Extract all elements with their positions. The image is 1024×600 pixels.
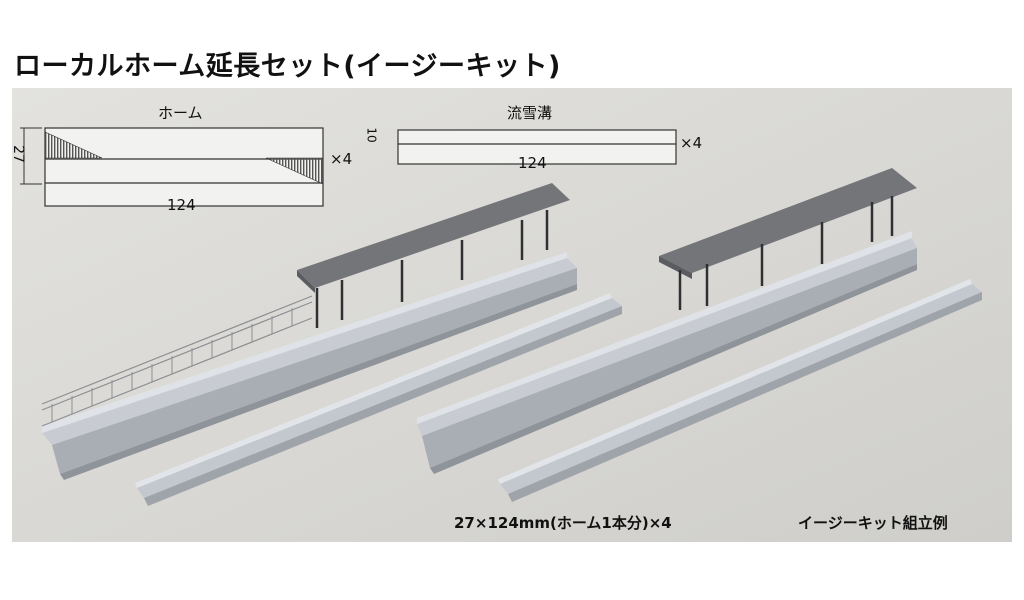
drain-length-dimension: 124 — [518, 154, 547, 172]
product-photo: ホーム 27 124 ×4 流雪溝 10 124 ×4 27×124mm(ホーム… — [12, 88, 1012, 542]
page-title: ローカルホーム延長セット(イージーキット) — [14, 51, 561, 82]
drain-width-dimension: 10 — [364, 127, 379, 143]
product-illustration — [12, 88, 1012, 542]
drain-label: 流雪溝 — [507, 104, 553, 122]
drain-diagram — [397, 129, 677, 165]
caption-assembly-example: イージーキット組立例 — [798, 514, 948, 532]
platform-quantity: ×4 — [330, 150, 353, 168]
platform-diagram — [20, 127, 324, 207]
caption-set-contents: 27×124mm(ホーム1本分)×4 — [454, 514, 672, 532]
right-drain-model — [498, 279, 982, 502]
platform-width-dimension: 27 — [12, 145, 26, 163]
platform-label: ホーム — [158, 104, 203, 122]
right-platform-model — [417, 168, 917, 474]
left-platform-model — [41, 183, 577, 480]
drain-quantity: ×4 — [680, 134, 703, 152]
platform-length-dimension: 124 — [167, 196, 196, 214]
left-drain-model — [135, 293, 622, 506]
